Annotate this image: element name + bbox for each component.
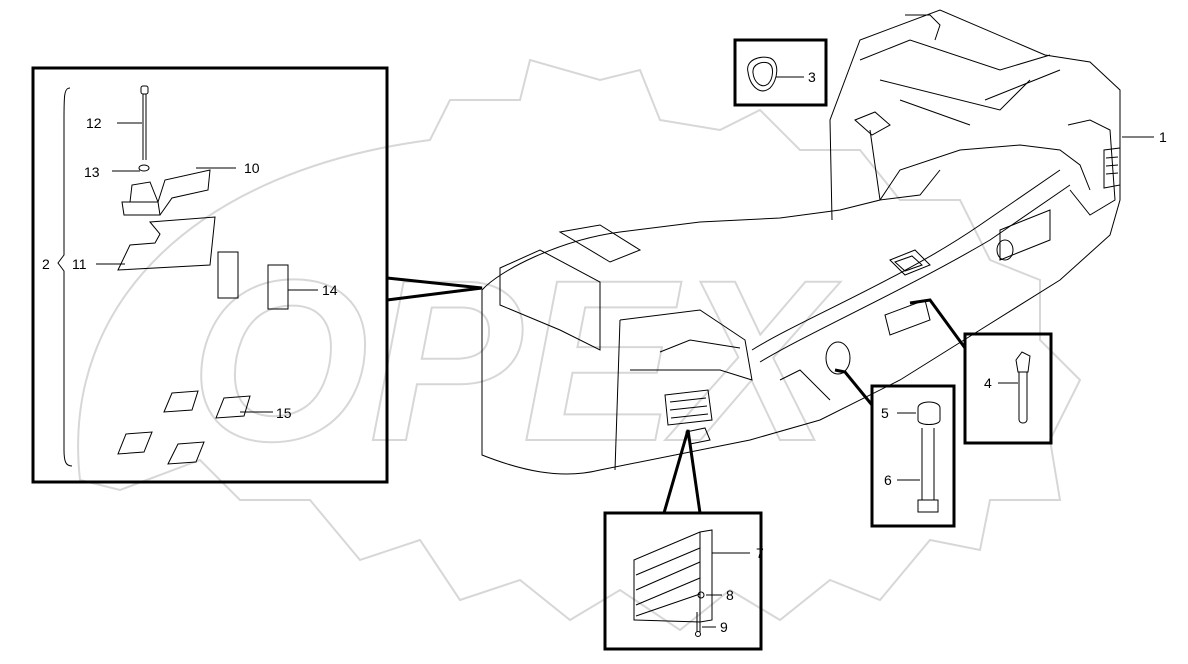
callout-13: 13 [84,164,100,180]
callout-6: 6 [884,472,892,488]
detail-box-item-7-8-9 [603,511,763,651]
callout-1: 1 [1159,129,1167,145]
grommet-3-drawing [747,56,778,92]
detail-box-counterweight-parts [31,66,389,484]
callout-7: 7 [756,545,764,561]
bracket-10-drawing [121,169,211,216]
leader-detail-box [386,276,483,302]
callout-14: 14 [322,282,338,298]
grille-7-drawing [633,529,713,623]
spacer-5-drawing [917,401,941,425]
blocks-14-drawing [217,251,289,310]
callout-2: 2 [42,256,50,272]
leader-box-7-8-9 [662,429,702,514]
bolt-12-drawing [140,85,149,160]
callout-12: 12 [86,115,102,131]
watermark-text: OPEX [190,232,841,489]
callout-15: 15 [276,405,292,421]
callout-10: 10 [244,160,260,176]
washer-8-drawing [697,591,705,599]
callout-11: 11 [72,256,87,272]
detail-box-item-5-6 [870,384,956,528]
callout-8: 8 [726,587,734,603]
bolt-6-drawing [917,428,939,513]
pin-4-drawing [1015,351,1031,424]
callout-3: 3 [808,69,816,85]
pads-15-drawing [117,390,251,465]
counterweight-body-drawing [481,9,1121,475]
washer-13-drawing [138,164,150,172]
leader-box-5-6 [834,368,874,406]
watermark-logo: OPEX [77,58,1082,632]
brace-item-2 [57,87,73,467]
detail-box-item-3 [733,38,828,107]
plate-11-drawing [117,216,216,271]
detail-box-item-4 [963,332,1053,445]
callout-5: 5 [881,405,889,421]
callout-9: 9 [720,619,728,635]
leader-box-4 [909,298,967,349]
screw-9-drawing [695,612,701,637]
callout-4: 4 [984,375,992,391]
